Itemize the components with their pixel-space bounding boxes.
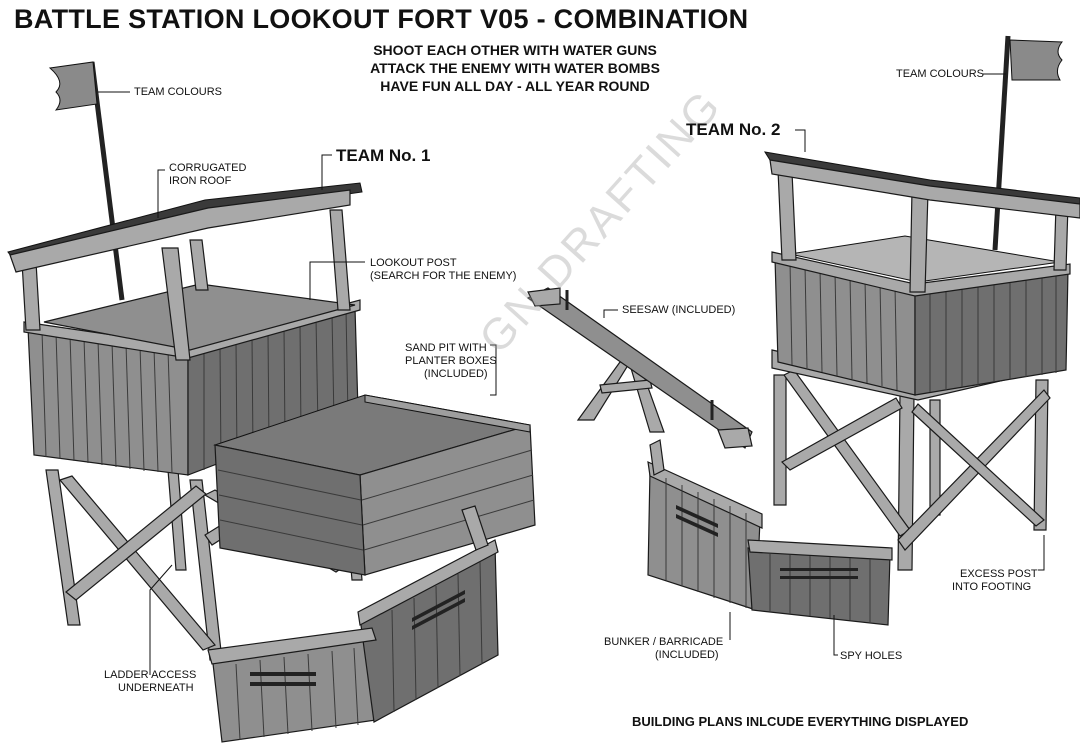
label-seesaw: SEESAW (INCLUDED) xyxy=(622,304,736,316)
label-team-colours-right: TEAM COLOURS xyxy=(896,68,985,80)
label-ladder-1: LADDER ACCESS xyxy=(104,669,197,681)
page-title: BATTLE STATION LOOKOUT FORT V05 - COMBIN… xyxy=(14,4,749,34)
leader-lines xyxy=(98,73,1045,675)
label-bunker-1: BUNKER / BARRICADE xyxy=(604,636,724,648)
label-ladder-2: UNDERNEATH xyxy=(118,682,194,694)
team2-flagpole xyxy=(992,35,1011,251)
label-sandpit-3: (INCLUDED) xyxy=(424,368,488,380)
team1-fort xyxy=(7,61,363,661)
label-excess-post-1: EXCESS POST xyxy=(960,568,1038,580)
label-excess-post-2: INTO FOOTING xyxy=(952,581,1032,593)
team1-bunker xyxy=(207,505,499,743)
team2-fort xyxy=(763,35,1080,571)
label-bunker-2: (INCLUDED) xyxy=(655,649,719,661)
label-lookout-2: (SEARCH FOR THE ENEMY) xyxy=(370,270,517,282)
subtitle-line-3: HAVE FUN ALL DAY - ALL YEAR ROUND xyxy=(380,78,650,94)
sand-pit xyxy=(213,394,536,576)
team2-label: TEAM No. 2 xyxy=(686,120,781,139)
label-team-colours-left: TEAM COLOURS xyxy=(134,86,223,98)
label-sandpit-2: PLANTER BOXES xyxy=(405,355,497,367)
team2-bunker xyxy=(647,439,893,626)
team1-flag xyxy=(48,61,98,111)
label-spy-holes: SPY HOLES xyxy=(840,650,903,662)
subtitle-line-1: SHOOT EACH OTHER WITH WATER GUNS xyxy=(373,42,657,58)
seesaw xyxy=(526,287,753,449)
label-corrugated-2: IRON ROOF xyxy=(169,175,232,187)
label-lookout-1: LOOKOUT POST xyxy=(370,257,457,269)
label-sandpit-1: SAND PIT WITH xyxy=(405,342,487,354)
label-corrugated-1: CORRUGATED xyxy=(169,162,247,174)
team2-flag xyxy=(1009,39,1064,81)
subtitle-line-2: ATTACK THE ENEMY WITH WATER BOMBS xyxy=(370,60,660,76)
footer-note: BUILDING PLANS INLCUDE EVERYTHING DISPLA… xyxy=(632,714,969,729)
team1-label: TEAM No. 1 xyxy=(336,146,431,165)
